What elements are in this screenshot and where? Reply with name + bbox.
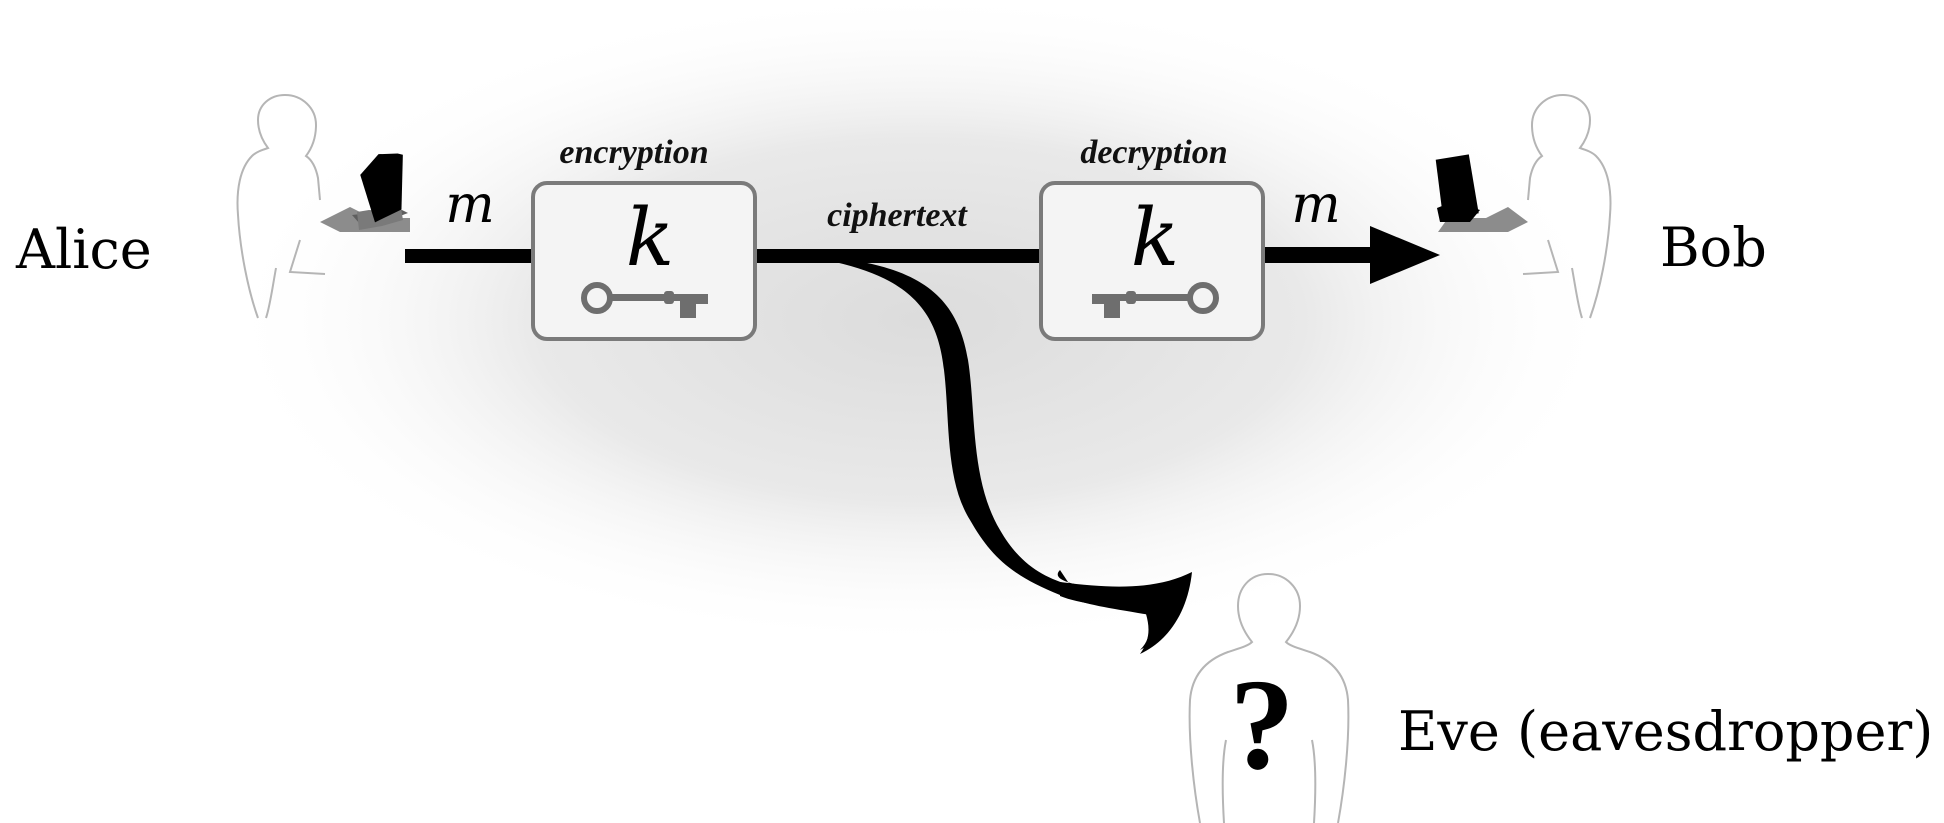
bob-label: Bob: [1660, 216, 1767, 279]
plaintext-in-label: m: [445, 175, 494, 235]
encryption-key-symbol: k: [626, 191, 674, 284]
arrow-head: [1370, 226, 1440, 284]
plaintext-out-label: m: [1291, 175, 1340, 235]
key-icon: [581, 282, 708, 318]
ciphertext-label: ciphertext: [827, 197, 968, 234]
plaintext-out-wire: [1262, 247, 1374, 263]
decryption-label: decryption: [1080, 134, 1227, 171]
bob-laptop: [1435, 154, 1528, 232]
eve-unknown-symbol: ?: [1230, 653, 1295, 797]
plaintext-in-wire: [405, 249, 535, 263]
eve-label: Eve (eavesdropper): [1398, 700, 1933, 763]
encryption-label: encryption: [559, 134, 708, 171]
alice-label: Alice: [15, 218, 152, 281]
encryption-box: k: [531, 181, 757, 341]
eve-figure: [1188, 572, 1350, 823]
alice-figure: [236, 93, 326, 319]
channel-wires: [405, 226, 1440, 654]
decryption-key-symbol: k: [1131, 191, 1179, 284]
ciphertext-wire: [755, 249, 1040, 263]
bob-figure: [1522, 93, 1612, 319]
background-haze: [220, 0, 1620, 650]
eavesdrop-horn: [1060, 572, 1192, 654]
decryption-box: k: [1039, 181, 1265, 341]
key-icon: [1092, 282, 1219, 318]
alice-laptop: [320, 153, 410, 232]
